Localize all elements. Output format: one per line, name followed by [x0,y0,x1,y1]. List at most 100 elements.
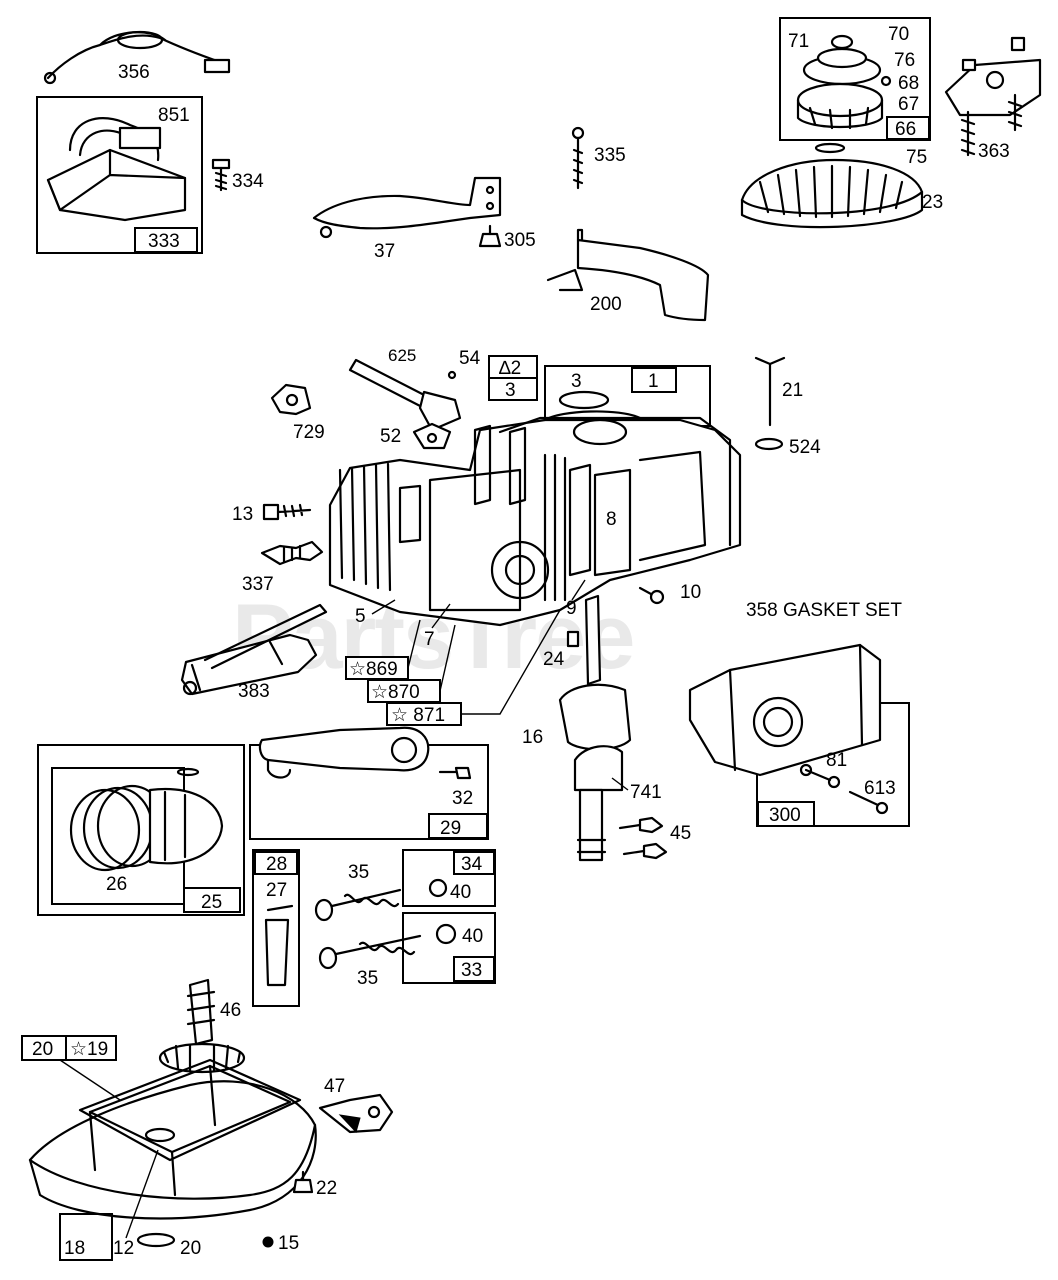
tag-3 [488,377,538,401]
label-70: 70 [888,24,909,45]
part-29-connecting-rod [258,726,430,779]
part-363-bracket [944,36,1042,157]
tag-66 [886,116,930,140]
part-46-camshaft [158,978,246,1074]
label-300: 300 [769,805,801,826]
label-200: 200 [590,294,622,315]
plug-15 [262,1236,274,1248]
label-46: 46 [220,1000,241,1021]
label-871: ☆ 871 [391,705,445,726]
retainer-40a [428,878,448,898]
part-625-dipstick-tube [348,358,462,432]
tag-34 [453,851,495,875]
piston-pin-clip [176,767,200,777]
part-613-screw [848,790,889,815]
part-18-sump [28,1058,317,1220]
label-35b: 35 [357,968,378,989]
leader-869 [407,619,421,669]
part-27-tappet [264,904,294,987]
label-10: 10 [680,582,701,603]
part-305-screw [478,224,502,248]
label-45: 45 [670,823,691,844]
tag-300 [757,801,815,827]
label-27: 27 [266,880,287,901]
label-870: ☆870 [371,682,420,703]
part-24-key [566,630,580,648]
label-25: 25 [201,892,222,913]
part-300-muffler [688,643,882,777]
label-383: 383 [238,681,270,702]
label-7: 7 [424,629,435,650]
label-8: 8 [606,509,617,530]
label-23: 23 [922,192,943,213]
leader-741 [611,777,629,791]
label-741: 741 [630,782,662,803]
kit-box-28 [252,849,300,1007]
part-21-dipstick [754,356,786,427]
leader-7 [431,603,451,629]
leader-5 [371,599,396,615]
kit-box-33 [402,912,496,984]
kit-box-66 [779,17,931,141]
kit-box-18 [59,1213,113,1261]
label-67: 67 [898,94,919,115]
label-52: 52 [380,426,401,447]
leader-12 [125,1149,159,1239]
label-20a: 20 [32,1039,53,1060]
label-32: 32 [452,788,473,809]
part-337-spark-plug [260,540,324,566]
part-729-clip [270,383,312,416]
label-869: ☆869 [349,659,398,680]
label-13: 13 [232,504,253,525]
label-35a: 35 [348,862,369,883]
part-334-screw [211,158,231,192]
part-22-screw [292,1170,314,1194]
label-337: 337 [242,574,274,595]
part-200-blower-housing-plate [546,228,710,322]
label-54: 54 [459,348,481,369]
label-333: 333 [148,231,180,252]
leader-871 [461,609,561,715]
kit-box-333 [36,96,203,254]
part-13-bolt [262,503,312,521]
engine-cylinder-block [328,410,742,627]
label-9: 9 [566,598,577,619]
label-40b: 40 [462,926,483,947]
part-26-piston-rings [69,784,224,872]
tag-29 [428,813,488,839]
seal-3 [558,390,610,410]
part-66-starter-clutch [796,34,884,130]
label-76: 76 [894,50,915,71]
label-40a: 40 [450,882,471,903]
part-35-exhaust-valve [314,888,402,922]
part-37-air-guide [312,176,502,239]
kit-box-34 [402,849,496,907]
label-75: 75 [906,147,927,168]
part-333-armature [46,117,187,222]
label-363: 363 [978,141,1010,162]
part-81-gasket [799,763,841,789]
label-29: 29 [440,818,461,839]
washer-68 [880,75,892,87]
part-10-screw [638,586,665,605]
label-26: 26 [106,874,127,895]
part-35-intake-valve [318,934,422,970]
label-334: 334 [232,171,264,192]
label-2: ∆2 [499,358,521,379]
label-gasket-set: 358 GASKET SET [746,600,902,621]
part-52-gasket [412,422,452,450]
part-383-breather-tube [180,603,328,696]
label-20b: 20 [180,1238,201,1259]
part-45-screws [618,816,668,860]
washer-75 [814,142,846,154]
label-21: 21 [782,380,803,401]
label-68: 68 [898,73,919,94]
label-15: 15 [278,1233,299,1254]
tag-19 [65,1035,117,1061]
label-28: 28 [266,854,287,875]
retainer-40b [435,923,457,945]
kit-box-25 [37,744,245,916]
label-47: 47 [324,1076,345,1097]
label-356: 356 [118,62,150,83]
